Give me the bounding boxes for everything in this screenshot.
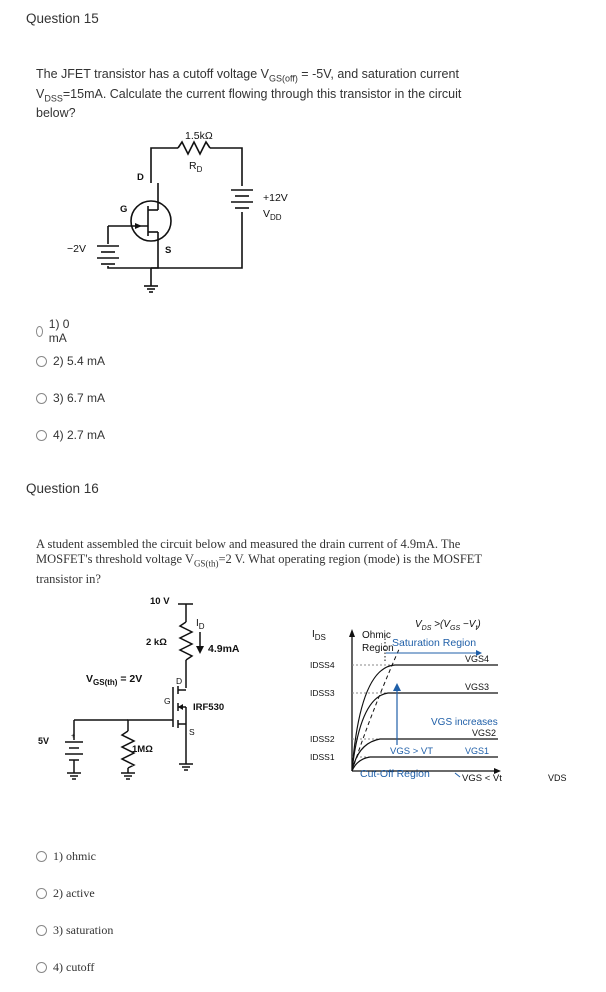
svg-text:+: +	[71, 733, 75, 740]
saturation-region-label: Saturation Region	[392, 637, 476, 649]
vgs3-label: VGS3	[465, 682, 489, 692]
gate-arrow	[135, 223, 142, 229]
rd-label: RD	[189, 160, 203, 174]
vgs-lt-vt-label: VGS < Vt	[462, 773, 502, 784]
pin-d-label: D	[137, 172, 144, 183]
supply-label: 10 V	[150, 596, 170, 607]
q15-option-3[interactable]: 3) 6.7 mA	[36, 391, 105, 405]
resistor-2k-label: 2 kΩ	[146, 637, 167, 648]
resistor-2k	[178, 621, 194, 661]
pin-g-label: G	[164, 696, 171, 706]
mosfet-circuit-diagram: + 10 V 2 kΩ ID 4.9mA VGS(th) = 2V 5V 1MΩ…	[38, 596, 240, 780]
radio-button[interactable]	[36, 392, 47, 404]
region-label: Region	[362, 643, 394, 654]
q15-option-2[interactable]: 2) 5.4 mA	[36, 354, 105, 368]
q16-option-4[interactable]: 4) cutoff	[36, 960, 94, 975]
vgs-threshold-label: VGS(th) = 2V	[86, 673, 142, 687]
jfet-symbol	[130, 200, 172, 242]
current-label: ID	[196, 618, 205, 631]
resistor-1m-label: 1MΩ	[132, 744, 153, 755]
pin-d-label: D	[176, 676, 182, 686]
battery-gate	[97, 245, 119, 265]
resistor-rd	[177, 140, 211, 156]
pin-s-label: S	[165, 245, 171, 256]
q15-option-4[interactable]: 4) 2.7 mA	[36, 428, 105, 442]
pin-s-label: S	[189, 727, 195, 737]
idss2-label: IDSS2	[310, 734, 335, 744]
part-label: IRF530	[193, 702, 224, 713]
idss3-label: IDSS3	[310, 688, 335, 698]
vgs-increases-label: VGS increases	[431, 717, 498, 728]
idss4-label: IDSS4	[310, 660, 335, 670]
mosfet-characteristic-graph: IDS Ohmic Region VDS >(VGS −Vt) Saturati…	[310, 619, 567, 784]
current-value: 4.9mA	[208, 643, 240, 655]
jfet-circuit-diagram: 1.5kΩ RD +12V VDD −2V D G S	[67, 130, 288, 293]
radio-button[interactable]	[36, 925, 47, 936]
battery-5v	[65, 741, 83, 761]
source-5v-label: 5V	[38, 736, 49, 746]
vgs-gt-vt-label: VGS > VT	[390, 746, 433, 757]
question-16-title: Question 16	[26, 481, 99, 496]
ohmic-label: Ohmic	[362, 630, 391, 641]
q15-option-1[interactable]: 1) 0 mA	[36, 317, 71, 345]
rd-value: 1.5kΩ	[185, 130, 213, 142]
q16-option-2[interactable]: 2) active	[36, 886, 95, 901]
radio-button[interactable]	[36, 429, 47, 441]
battery-vdd	[231, 189, 253, 209]
radio-button[interactable]	[36, 355, 47, 367]
pin-g-label: G	[120, 204, 127, 215]
question-15-text: The JFET transistor has a cutoff voltage…	[36, 67, 462, 120]
radio-button[interactable]	[36, 851, 47, 862]
gate-voltage-label: −2V	[67, 243, 86, 255]
current-arrow	[196, 646, 204, 654]
question-15-title: Question 15	[26, 11, 99, 26]
radio-button[interactable]	[36, 962, 47, 973]
q16-option-3[interactable]: 3) saturation	[36, 923, 113, 938]
vdd-label: VDD	[263, 208, 282, 222]
y-axis-label: IDS	[312, 629, 326, 642]
q16-option-1[interactable]: 1) ohmic	[36, 849, 96, 864]
resistor-1m	[120, 730, 136, 769]
vdd-value: +12V	[263, 192, 288, 204]
mosfet-arrow	[178, 704, 183, 710]
radio-button[interactable]	[36, 325, 43, 337]
vgs4-label: VGS4	[465, 654, 489, 664]
idss1-label: IDSS1	[310, 752, 335, 762]
cutoff-region-label: Cut-Off Region	[360, 768, 430, 780]
question-16-text: A student assembled the circuit below an…	[36, 537, 483, 586]
saturation-condition: VDS >(VGS −Vt)	[415, 619, 481, 632]
x-axis-label: VDS	[548, 773, 567, 783]
vgs2-label: VGS2	[472, 728, 496, 738]
vgs1-label: VGS1	[465, 746, 489, 756]
radio-button[interactable]	[36, 888, 47, 899]
